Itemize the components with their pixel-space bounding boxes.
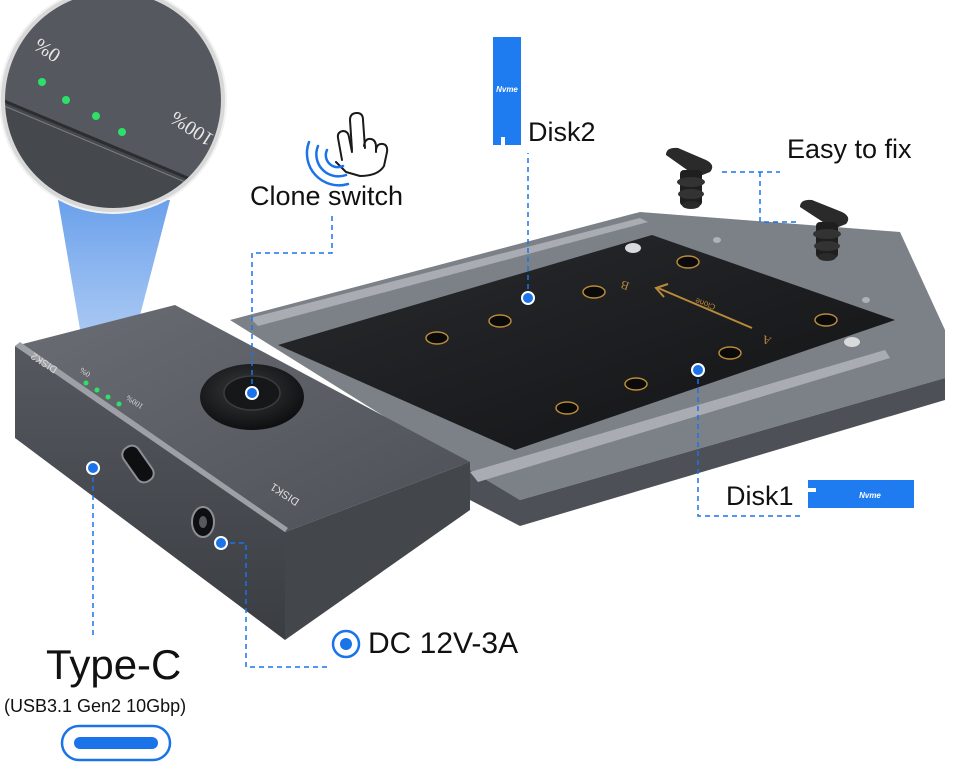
callout-lines bbox=[92, 153, 800, 668]
disk1-ssd: Nvme bbox=[808, 480, 914, 508]
callout-dots bbox=[86, 291, 705, 550]
disk1-ssd-brand: Nvme bbox=[859, 491, 881, 500]
disk2-ssd-brand: Nvme bbox=[496, 85, 518, 94]
disk2-ssd: Nvme bbox=[493, 37, 521, 145]
mounting-stopper-icon bbox=[800, 199, 849, 261]
screw-holes bbox=[425, 255, 838, 415]
clone-switch-label: Clone switch bbox=[250, 181, 404, 211]
type-c-connector-icon bbox=[60, 724, 172, 762]
led-indicators bbox=[83, 380, 122, 407]
type-c-label: Type-C bbox=[46, 641, 182, 688]
type-c-port bbox=[121, 444, 155, 484]
hand-tap-icon bbox=[335, 112, 389, 177]
disk2-label: Disk2 bbox=[528, 117, 596, 147]
mounting-stopper-icon bbox=[666, 147, 713, 209]
easy-to-fix-label: Easy to fix bbox=[787, 134, 912, 164]
dc-power-label: DC 12V-3A bbox=[368, 627, 519, 660]
tap-wave-icon bbox=[305, 140, 350, 187]
type-c-spec-label: (USB3.1 Gen2 10Gbp) bbox=[4, 696, 187, 716]
clone-direction-arrow bbox=[654, 283, 753, 329]
disk1-label: Disk1 bbox=[726, 481, 794, 511]
dc-power-icon bbox=[331, 629, 361, 659]
drive-tray bbox=[278, 235, 895, 450]
